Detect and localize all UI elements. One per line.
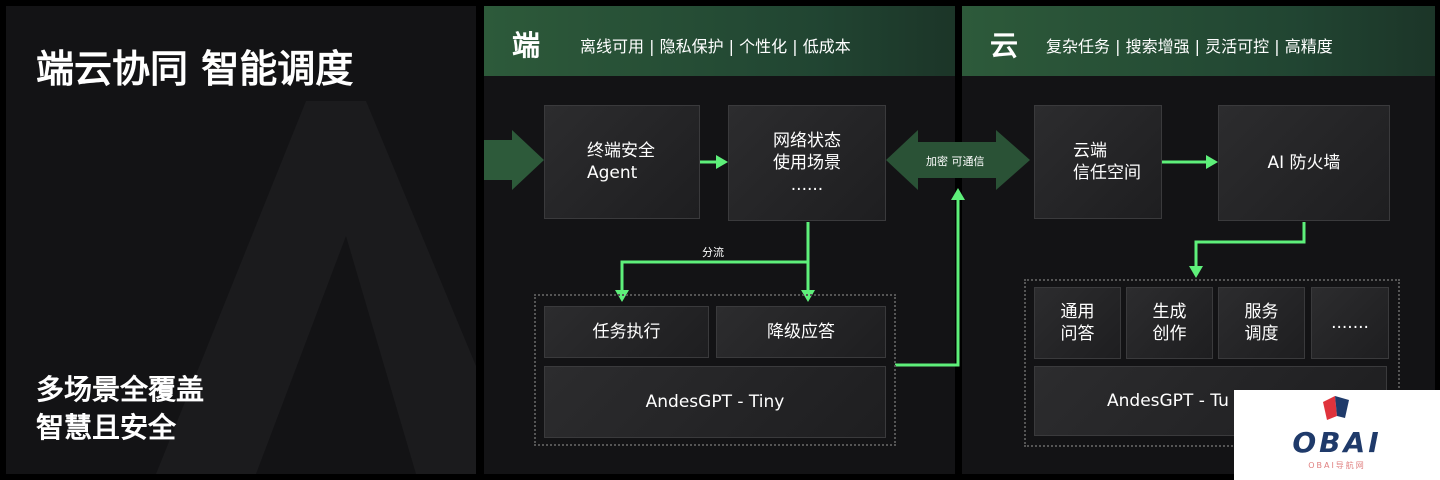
page-title: 端云协同 智能调度 <box>36 47 354 91</box>
cloud-task: ....... <box>1311 287 1389 359</box>
cloud-label: 云 <box>990 29 1019 62</box>
fallback-reply: 降级应答 <box>716 306 886 358</box>
subtitle-2: 智慧且安全 <box>36 411 177 444</box>
cloud-task: 生成 创作 <box>1126 287 1213 359</box>
cloud-task: 服务 调度 <box>1218 287 1305 359</box>
device-features: 离线可用 | 隐私保护 | 个性化 | 低成本 <box>580 37 851 56</box>
cloud-header: 云 复杂任务 | 搜索增强 | 灵活可控 | 高精度 <box>962 6 1435 76</box>
network-status-box: 网络状态 使用场景 ...... <box>728 105 886 221</box>
terminal-security-agent: 终端安全 Agent <box>544 105 700 219</box>
cube-logo-icon <box>1323 396 1349 420</box>
arrow-head <box>716 155 728 169</box>
encrypted-link-arrow <box>886 130 1030 190</box>
cloud-task: 通用 问答 <box>1034 287 1121 359</box>
link-label: 加密 可通信 <box>926 155 985 168</box>
cloud-trust-space: 云端 信任空间 <box>1034 105 1162 219</box>
device-model: AndesGPT - Tiny <box>544 366 886 438</box>
brand-a-logo <box>156 101 476 474</box>
watermark-logo: OBAI <box>1292 426 1382 459</box>
cloud-features: 复杂任务 | 搜索增强 | 灵活可控 | 高精度 <box>1046 37 1333 56</box>
ai-firewall: AI 防火墙 <box>1218 105 1390 221</box>
device-model-group <box>534 294 896 446</box>
device-label: 端 <box>512 29 541 62</box>
split-label: 分流 <box>702 246 724 259</box>
input-arrow <box>484 130 544 190</box>
intro-panel: 端云协同 智能调度 多场景全覆盖 智慧且安全 <box>6 6 476 474</box>
watermark-caption: OBAI导航网 <box>1308 461 1366 470</box>
cloud-model-group <box>1024 279 1400 447</box>
subtitle-1: 多场景全覆盖 <box>36 373 205 406</box>
watermark: OBAI OBAI导航网 <box>1234 390 1440 480</box>
device-header: 端 离线可用 | 隐私保护 | 个性化 | 低成本 <box>484 6 955 76</box>
task-execute: 任务执行 <box>544 306 709 358</box>
